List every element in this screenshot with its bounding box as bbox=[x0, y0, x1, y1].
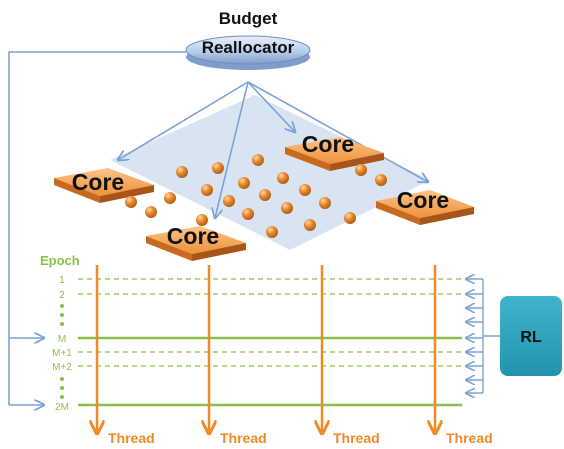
core-label-2: Core bbox=[302, 131, 354, 157]
thread-label-3: Thread bbox=[333, 430, 380, 446]
core-chip-2: Core bbox=[285, 131, 384, 171]
rl-feedback-arrows bbox=[466, 279, 500, 393]
reallocator-line1: Budget bbox=[219, 9, 278, 28]
reallocator-line2: Reallocator bbox=[202, 38, 295, 57]
epoch-label-m2: M+2 bbox=[52, 362, 72, 373]
core-chip-1: Core bbox=[54, 168, 154, 203]
core-label-3: Core bbox=[167, 223, 219, 249]
budget-reallocator: Budget Reallocator bbox=[185, 9, 311, 70]
feedback-lines bbox=[8, 51, 186, 405]
epoch-label-1: 1 bbox=[59, 275, 65, 286]
epoch-labels: 1 2 M M+1 M+2 2M bbox=[52, 275, 72, 413]
thread-label-4: Thread bbox=[446, 430, 493, 446]
core-plane bbox=[110, 95, 430, 250]
epoch-label-2: 2 bbox=[59, 290, 65, 301]
epoch-label-m: M bbox=[58, 334, 66, 345]
reallocator-arrows bbox=[118, 81, 428, 218]
thread-label-1: Thread bbox=[108, 430, 155, 446]
thread-arrows bbox=[97, 265, 435, 432]
thread-label-2: Thread bbox=[220, 430, 267, 446]
rl-label: RL bbox=[520, 329, 542, 346]
node-spheres bbox=[125, 154, 387, 238]
core-chip-3: Core bbox=[146, 223, 246, 261]
epoch-label-2m: 2M bbox=[55, 402, 69, 413]
epoch-title: Epoch bbox=[40, 253, 80, 268]
epoch-lines bbox=[78, 278, 462, 407]
core-label-1: Core bbox=[72, 169, 124, 195]
core-chip-4: Core bbox=[376, 187, 474, 225]
core-label-4: Core bbox=[397, 187, 449, 213]
thread-labels: Thread Thread Thread Thread bbox=[108, 430, 493, 446]
rl-box: RL bbox=[500, 296, 562, 376]
epoch-label-m1: M+1 bbox=[52, 348, 72, 359]
epoch-dots bbox=[60, 304, 64, 399]
